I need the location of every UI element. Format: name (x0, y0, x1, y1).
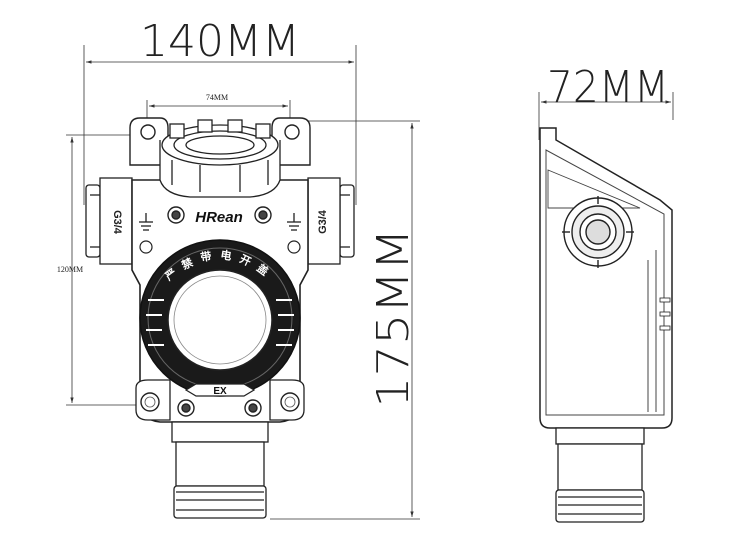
top-mount-ears (129, 117, 311, 166)
width-label: 140MM (140, 16, 300, 67)
top-cap (159, 119, 281, 198)
right-port-label: G3/4 (317, 209, 329, 234)
left-port (85, 177, 133, 265)
ground-symbol-right (287, 213, 301, 231)
front-view: 140MM 74MM 120MM 175MM (57, 16, 420, 520)
left-port-label: G3/4 (111, 210, 123, 235)
right-port (307, 177, 355, 265)
top-screws (167, 206, 272, 224)
side-view: 72MM (538, 62, 674, 523)
height-dimension: 175MM (270, 120, 420, 520)
depth-dimension: 72MM (538, 62, 674, 140)
depth-label: 72MM (547, 62, 669, 113)
brand-label: HRean (195, 209, 243, 226)
ground-symbol-left (139, 213, 153, 231)
ex-label: EX (213, 386, 227, 397)
width-dimension: 140MM (83, 16, 357, 205)
mount-spacing-label: 120MM (57, 265, 83, 274)
side-sensor-probe (555, 427, 645, 523)
bottom-screws (177, 399, 262, 417)
display-window (139, 239, 301, 397)
side-body (539, 127, 673, 429)
side-port (562, 196, 634, 268)
height-label: 175MM (368, 228, 419, 408)
ex-badge: EX (184, 383, 256, 397)
inner-width-label: 74MM (206, 93, 228, 102)
sensor-probe (171, 421, 269, 519)
